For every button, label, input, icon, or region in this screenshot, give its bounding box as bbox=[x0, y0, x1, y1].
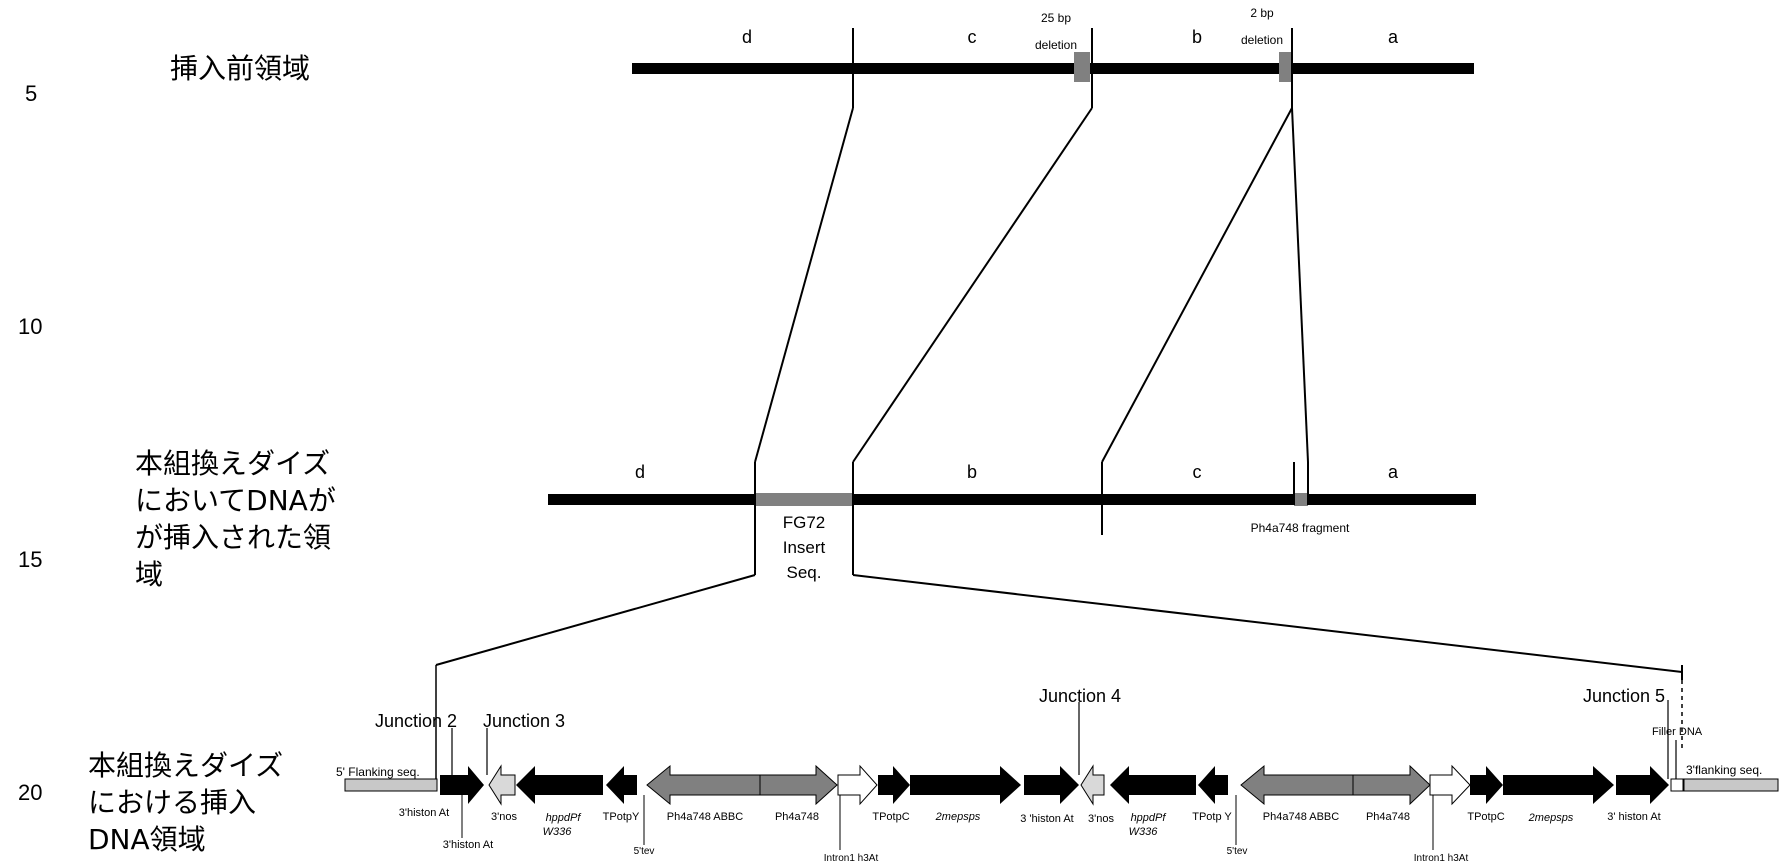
label-abbc-1: Ph4a748 ABBC bbox=[667, 811, 744, 823]
label-ph4a-2: Ph4a748 bbox=[1366, 811, 1410, 823]
mid-segment-d: d bbox=[635, 462, 645, 482]
insert-dna-title-1: 本組換えダイズ bbox=[88, 749, 283, 782]
expansion-left-diag bbox=[435, 574, 756, 666]
junction-4-label: Junction 4 bbox=[1039, 686, 1121, 706]
deletion-25bp-marker bbox=[1074, 52, 1090, 82]
flank-left-bar bbox=[344, 778, 438, 792]
tpotpy-arrow-2 bbox=[1198, 766, 1228, 804]
flank-right-label: 3'flanking seq. bbox=[1686, 763, 1762, 777]
flank-left-label: 5' Flanking seq. bbox=[336, 765, 420, 779]
hppd-arrow-1 bbox=[516, 766, 603, 804]
label-histon-d: 3' histon At bbox=[1607, 811, 1660, 823]
deletion-2bp-marker bbox=[1279, 52, 1293, 82]
label-tev-2: 5'tev bbox=[1227, 846, 1248, 857]
deletion-25bp-label-1: 25 bp bbox=[1041, 11, 1071, 25]
inserted-region-title-3: が挿入された領 bbox=[135, 521, 331, 554]
insert-label-3: Seq. bbox=[787, 563, 822, 582]
filler-label: Filler DNA bbox=[1652, 726, 1703, 738]
line-number-20: 20 bbox=[18, 780, 42, 805]
label-tpotpc-2: TPotpC bbox=[1467, 811, 1504, 823]
tpotpc-arrow-1 bbox=[878, 766, 910, 804]
label-abbc-2: Ph4a748 ABBC bbox=[1263, 811, 1340, 823]
connector-c bbox=[852, 107, 1093, 463]
label-tpotpy-2: TPotp Y bbox=[1192, 811, 1232, 823]
label-nos-2: 3'nos bbox=[1088, 813, 1114, 825]
label-hppd-1a: hppdPf bbox=[546, 812, 582, 824]
histon-arrow-1 bbox=[440, 766, 484, 804]
connector-b bbox=[1101, 107, 1293, 463]
abbc-arrow-1 bbox=[646, 764, 761, 806]
label-hppd-1b: W336 bbox=[543, 826, 573, 838]
junction-3-label: Junction 3 bbox=[483, 711, 565, 731]
inserted-region-title-2: においてDNAが bbox=[135, 484, 336, 517]
pre-insertion-dna-bar bbox=[632, 63, 1474, 74]
label-tev-1: 5'tev bbox=[634, 846, 655, 857]
label-histon-a: 3'histon At bbox=[399, 807, 449, 819]
histon-arrow-2 bbox=[1024, 766, 1079, 804]
insert-label-1: FG72 bbox=[783, 513, 826, 532]
line-number-10: 10 bbox=[18, 314, 42, 339]
insert-dna-title-3: DNA領域 bbox=[88, 823, 206, 856]
flank-right-bar bbox=[1683, 778, 1779, 792]
abbc-arrow-2 bbox=[1240, 764, 1354, 806]
ph4a-arrow-1 bbox=[759, 764, 838, 806]
expansion-right-diag bbox=[852, 574, 1683, 673]
junction-5-label: Junction 5 bbox=[1583, 686, 1665, 706]
junction-2-label: Junction 2 bbox=[375, 711, 457, 731]
deletion-2bp-label-2: deletion bbox=[1241, 33, 1283, 47]
hppd-arrow-2 bbox=[1110, 766, 1196, 804]
label-histon-c: 3 'histon At bbox=[1020, 813, 1073, 825]
fg72-insert-bar bbox=[755, 493, 853, 506]
mepsps-arrow-1 bbox=[910, 766, 1021, 804]
fragment-label: Ph4a748 fragment bbox=[1251, 521, 1350, 535]
label-intron-1: Intron1 h3At bbox=[824, 853, 879, 864]
connector-a bbox=[1291, 107, 1309, 463]
ph4a748-fragment-bar bbox=[1294, 493, 1308, 506]
label-mepsps-1: 2mepsps bbox=[935, 811, 981, 823]
deletion-25bp-label-2: deletion bbox=[1035, 38, 1077, 52]
filler-dna-box bbox=[1670, 778, 1684, 792]
label-tpotpy-1: TPotpY bbox=[603, 811, 640, 823]
nos-arrow-1 bbox=[488, 764, 516, 806]
insert-label-2: Insert bbox=[783, 538, 826, 557]
label-tpotpc-1: TPotpC bbox=[872, 811, 909, 823]
tpotpy-arrow-1 bbox=[606, 766, 637, 804]
deletion-2bp-label-1: 2 bp bbox=[1250, 6, 1274, 20]
label-hppd-2b: W336 bbox=[1129, 826, 1159, 838]
line-number-5: 5 bbox=[25, 81, 37, 106]
ph4a-arrow-2 bbox=[1352, 764, 1431, 806]
pre-insertion-title: 挿入前領域 bbox=[170, 52, 310, 85]
top-segment-a: a bbox=[1388, 27, 1399, 47]
mepsps-arrow-2 bbox=[1503, 766, 1614, 804]
label-mepsps-2: 2mepsps bbox=[1528, 812, 1574, 824]
mid-segment-a: a bbox=[1388, 462, 1399, 482]
top-segment-b: b bbox=[1192, 27, 1202, 47]
mid-segment-b: b bbox=[967, 462, 977, 482]
line-number-15: 15 bbox=[18, 547, 42, 572]
mid-segment-c: c bbox=[1193, 462, 1202, 482]
inserted-region-title-1: 本組換えダイズ bbox=[135, 447, 330, 480]
label-histon-b: 3'histon At bbox=[443, 839, 493, 851]
intron-arrow-2 bbox=[1429, 764, 1471, 806]
insert-dna-title-2: における挿入 bbox=[88, 786, 256, 819]
top-segment-c: c bbox=[968, 27, 977, 47]
label-nos-1: 3'nos bbox=[491, 811, 517, 823]
connector-d bbox=[754, 107, 854, 463]
intron-arrow-1 bbox=[837, 764, 878, 806]
tpotpc-arrow-2 bbox=[1470, 766, 1503, 804]
label-ph4a-1: Ph4a748 bbox=[775, 811, 819, 823]
top-segment-d: d bbox=[742, 27, 752, 47]
label-intron-2: Intron1 h3At bbox=[1414, 853, 1469, 864]
inserted-region-dna-bar bbox=[548, 494, 1476, 505]
nos-arrow-2 bbox=[1080, 764, 1105, 806]
label-hppd-2a: hppdPf bbox=[1131, 812, 1167, 824]
inserted-region-title-4: 域 bbox=[135, 558, 163, 591]
histon-arrow-3 bbox=[1616, 766, 1669, 804]
